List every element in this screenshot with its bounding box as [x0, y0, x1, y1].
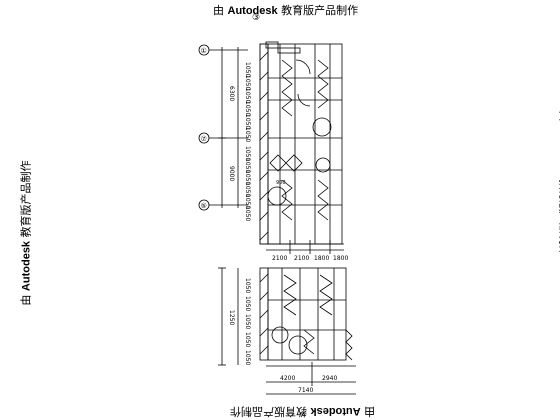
dim-label: 1050	[244, 206, 251, 221]
dim-label: 1050	[244, 350, 251, 365]
dim-label: 2100	[294, 255, 309, 262]
dim-label: 1050	[244, 146, 251, 161]
watermark-top: 由 Autodesk 教育版产品制作	[213, 4, 359, 17]
dim-label: 1050	[244, 296, 251, 311]
lower-segment-dims: 1050 1050 1050 1050 1050	[244, 278, 251, 365]
dim-label: 1050	[244, 194, 251, 209]
grid-marker-label: ①	[201, 47, 207, 55]
dim-label: 1050	[244, 278, 251, 293]
top-marker-label: ③	[252, 13, 260, 23]
dim-label: 1050	[244, 88, 251, 103]
group-dim-label: 1250	[228, 310, 235, 325]
dim-label: 1050	[244, 114, 251, 129]
upper-segment-dims: 1050 1050 1050 1050 1050 1050 1050 1050 …	[244, 62, 251, 221]
grid-marker-circle	[198, 199, 210, 211]
grid-marker-label: ⑤	[201, 202, 207, 210]
lower-plan	[218, 267, 356, 395]
dim-label: 1050	[244, 332, 251, 347]
dim-label: 1050	[244, 182, 251, 197]
grid-marker-label: ⑦	[201, 135, 207, 143]
note-dim-label: 900	[276, 180, 286, 186]
group-dim-label: 9000	[228, 166, 235, 181]
dim-label: 1050	[244, 170, 251, 185]
grid-marker-circle	[198, 132, 210, 144]
dim-label: 1050	[244, 314, 251, 329]
upper-plan	[198, 41, 344, 254]
dim-label: 2100	[272, 255, 287, 262]
dim-label: 2940	[322, 375, 337, 382]
dim-label: 4200	[280, 375, 295, 382]
dim-label: 1050	[244, 127, 251, 142]
dim-label: 1050	[244, 62, 251, 77]
dim-label: 1050	[244, 75, 251, 90]
dim-label: 1050	[244, 158, 251, 173]
dim-label: 1800	[333, 255, 348, 262]
dim-label: 1800	[314, 255, 329, 262]
total-dim-label: 7140	[298, 387, 313, 394]
group-dim-label: 6300	[228, 86, 235, 101]
grid-marker-circle	[198, 44, 210, 56]
dim-label: 1050	[244, 101, 251, 116]
